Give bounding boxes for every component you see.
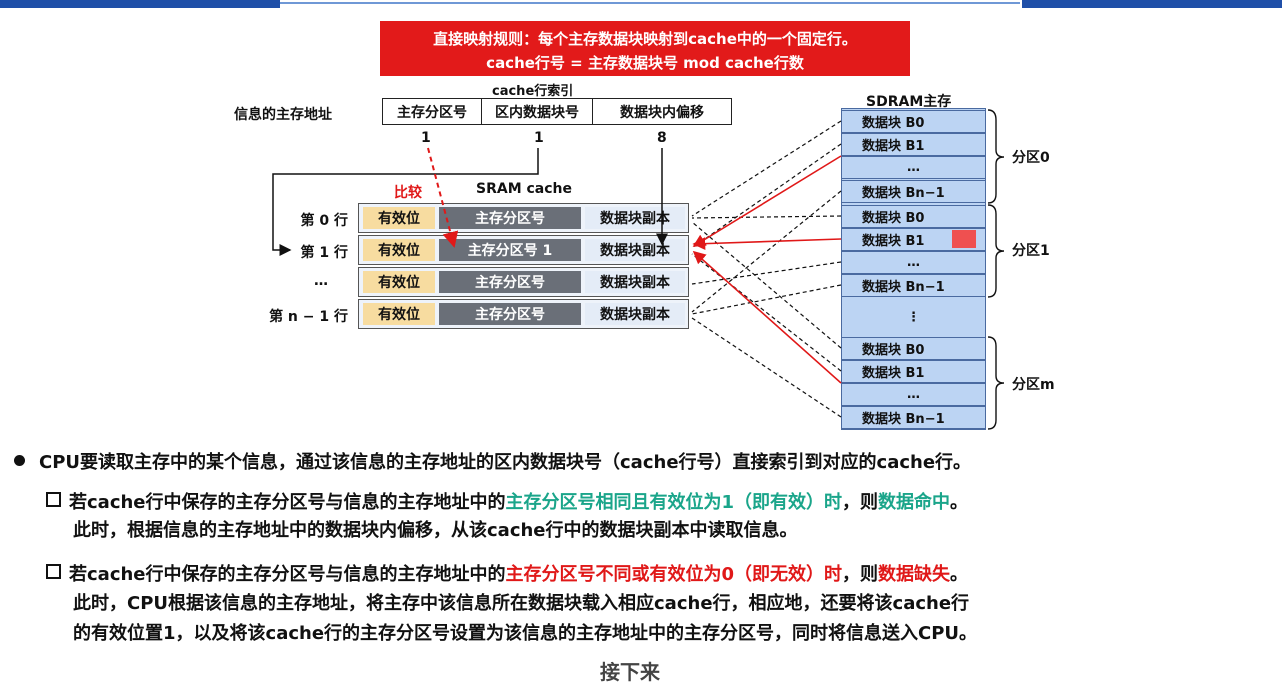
square-bullet-icon [46, 492, 61, 507]
memory-gap: ⋮ [841, 299, 986, 335]
memory-block: 数据块 B1 [841, 360, 986, 383]
target-block-marker [952, 230, 976, 248]
bullet-hit-line2: 此时，根据信息的主存地址中的数据块内偏移，从该cache行中的数据块副本中读取信… [73, 520, 798, 541]
cache-row-2: 有效位 主存分区号 数据块副本 [358, 267, 689, 297]
valid-bit: 有效位 [363, 207, 435, 229]
memory-title: SDRAM主存 [866, 94, 952, 110]
memory-block: 数据块 Bn−1 [841, 274, 986, 297]
address-title: 信息的主存地址 [234, 107, 332, 123]
row-label-2: … [314, 273, 328, 289]
memory-block: 数据块 B0 [841, 110, 986, 133]
address-field-partition: 主存分区号 [382, 98, 482, 125]
cache-row-1: 有效位 主存分区号 1 数据块副本 [358, 235, 689, 265]
rule-line-1: 直接映射规则：每个主存数据块映射到cache中的一个固定行。 [433, 30, 857, 48]
memory-block: … [841, 156, 986, 179]
memory-block: 数据块 Bn−1 [841, 180, 986, 203]
cache-title: SRAM cache [476, 181, 573, 197]
rule-box: 直接映射规则：每个主存数据块映射到cache中的一个固定行。 cache行号 =… [380, 21, 910, 76]
bullet-miss: 若cache行中保存的主存分区号与信息的主存地址中的主存分区号不同或有效位为0（… [46, 560, 968, 586]
bullet-main-text: CPU要读取主存中的某个信息，通过该信息的主存地址的区内数据块号（cache行号… [39, 452, 972, 473]
bit-offset: 8 [657, 130, 667, 146]
bullet-dot-icon [14, 455, 25, 466]
data-copy: 数据块副本 [585, 271, 685, 293]
memory-block: 数据块 B0 [841, 337, 986, 360]
tag-field: 主存分区号 1 [439, 239, 581, 261]
data-copy: 数据块副本 [585, 303, 685, 325]
partition-label-m: 分区m [1012, 377, 1055, 393]
partition-label-1: 分区1 [1012, 243, 1050, 259]
tag-field: 主存分区号 [439, 207, 581, 229]
memory-block: … [841, 383, 986, 406]
square-bullet-icon [46, 564, 61, 579]
partition-label-0: 分区0 [1012, 150, 1050, 166]
tag-field: 主存分区号 [439, 271, 581, 293]
compare-label: 比较 [394, 185, 422, 201]
footer-caption: 接下来 [600, 660, 660, 684]
bit-partition: 1 [421, 130, 431, 146]
cache-row-0: 有效位 主存分区号 数据块副本 [358, 203, 689, 233]
bit-block: 1 [534, 130, 544, 146]
bullet-hit: 若cache行中保存的主存分区号与信息的主存地址中的主存分区号相同且有效位为1（… [46, 488, 968, 514]
row-label-3: 第 n − 1 行 [269, 309, 348, 325]
address-field-block: 区内数据块号 [481, 98, 593, 125]
bullet-miss-line3: 的有效位置1，以及将该cache行的主存分区号设置为该信息的主存地址中的主存分区… [73, 623, 978, 644]
memory-block: 数据块 B1 [841, 228, 986, 251]
index-label: cache行索引 [492, 84, 574, 99]
memory-block: 数据块 Bn−1 [841, 406, 986, 429]
row-label-1: 第 1 行 [300, 245, 349, 261]
memory-block: 数据块 B0 [841, 205, 986, 228]
valid-bit: 有效位 [363, 303, 435, 325]
row-label-0: 第 0 行 [300, 213, 349, 229]
valid-bit: 有效位 [363, 271, 435, 293]
memory-block: 数据块 B1 [841, 133, 986, 156]
tag-field: 主存分区号 [439, 303, 581, 325]
top-bar [0, 0, 1282, 8]
cache-row-3: 有效位 主存分区号 数据块副本 [358, 299, 689, 329]
bullet-miss-line2: 此时，CPU根据该信息的主存地址，将主存中该信息所在数据块载入相应cache行，… [73, 593, 970, 614]
memory-block: … [841, 251, 986, 274]
rule-line-2: cache行号 = 主存数据块号 mod cache行数 [486, 54, 804, 72]
valid-bit: 有效位 [363, 239, 435, 261]
bullet-main: CPU要读取主存中的某个信息，通过该信息的主存地址的区内数据块号（cache行号… [14, 448, 971, 474]
data-copy: 数据块副本 [585, 207, 685, 229]
address-field-offset: 数据块内偏移 [592, 98, 732, 125]
